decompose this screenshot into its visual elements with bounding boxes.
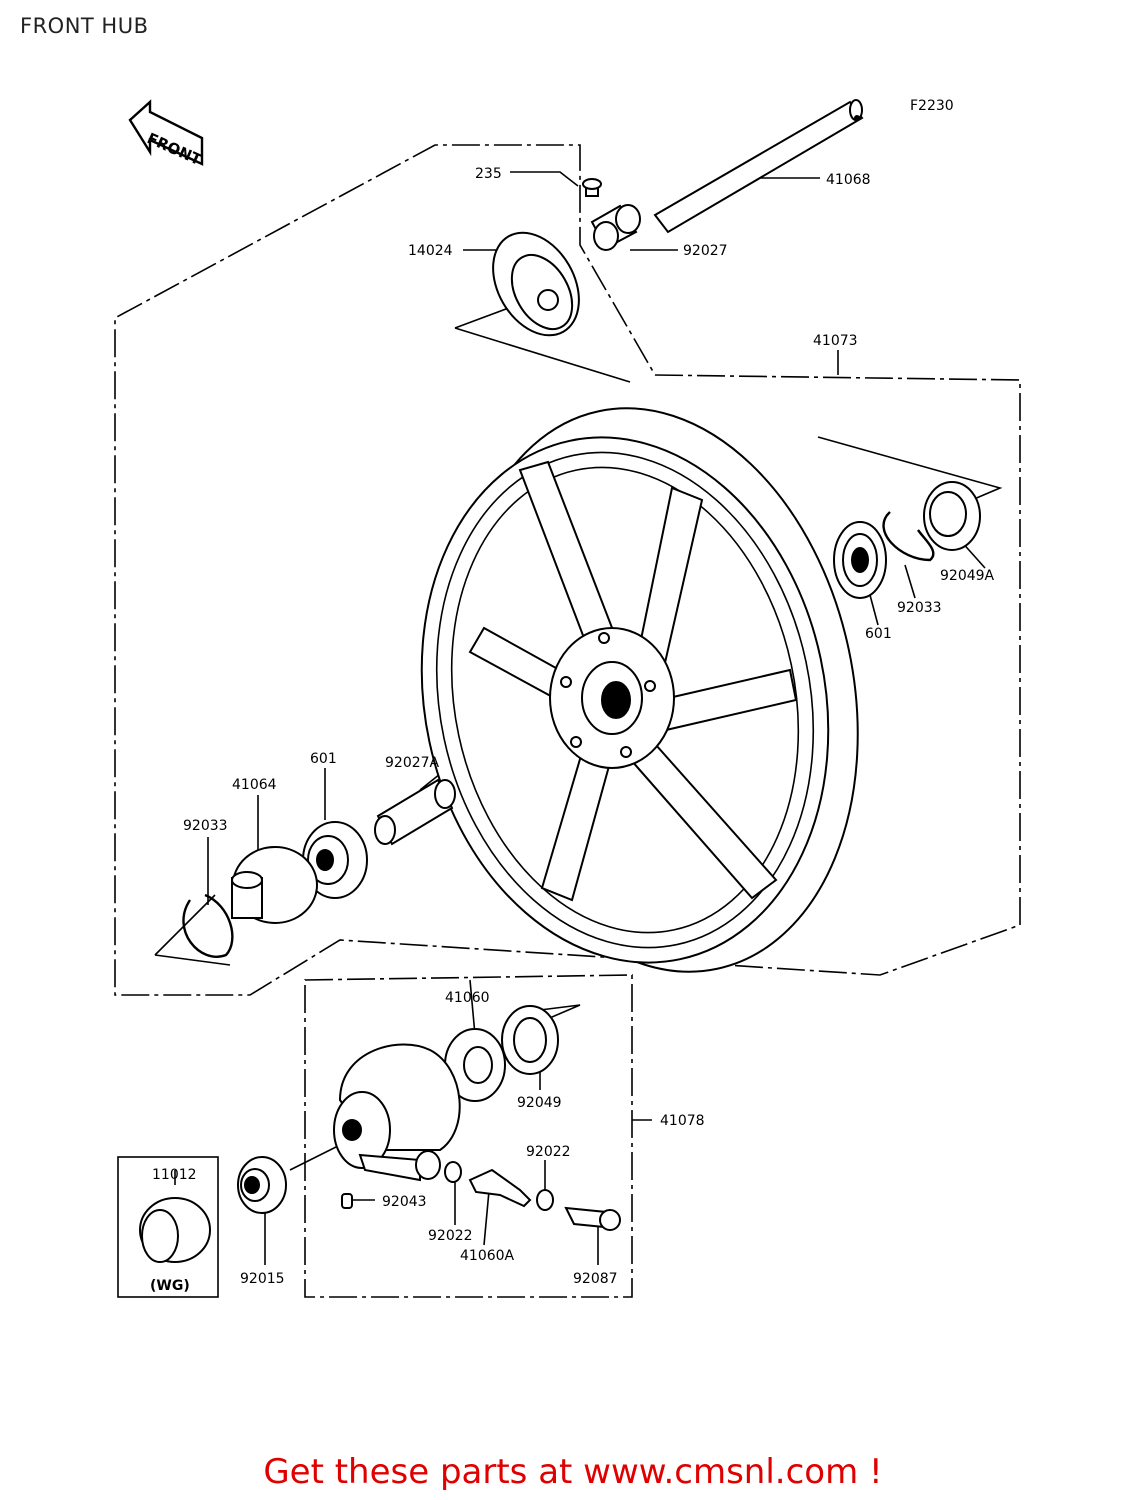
pin-92043: [341, 1193, 353, 1209]
hub-cover-14024: [492, 231, 580, 337]
figure-code: F2230: [910, 98, 954, 114]
front-wheel-41073: [420, 407, 859, 973]
label-41060: 41060: [445, 990, 490, 1006]
distance-collar-92027a: [374, 778, 456, 846]
label-601-left: 601: [310, 751, 337, 767]
label-601-right: 601: [865, 626, 892, 642]
label-92033-right: 92033: [897, 600, 942, 616]
circlip-92033-right: [882, 511, 935, 562]
pinion-gear-41060a: [468, 1168, 532, 1208]
label-92043: 92043: [382, 1194, 427, 1210]
bearing-601-left: [302, 821, 368, 899]
bushing-92087: [564, 1206, 621, 1231]
label-41068: 41068: [826, 172, 871, 188]
screw-235: [582, 178, 602, 197]
label-92087: 92087: [573, 1271, 618, 1287]
label-92049a: 92049A: [940, 568, 995, 584]
speedo-gear-frame: [304, 974, 633, 1298]
washer-92022-b: [444, 1161, 462, 1183]
page-title: FRONT HUB: [20, 14, 149, 38]
label-wg-note: (WG): [150, 1278, 190, 1294]
label-92033-left: 92033: [183, 818, 228, 834]
label-92027: 92027: [683, 243, 728, 259]
bearing-601-right: [833, 521, 887, 599]
front-direction-arrow: FRONT: [128, 99, 205, 169]
circlip-92033-left: [182, 893, 234, 958]
label-41078: 41078: [660, 1113, 705, 1129]
axle-41068: [653, 99, 864, 234]
label-92027a: 92027A: [385, 755, 440, 771]
axle-nut-92015: [237, 1156, 287, 1214]
washer-92022-a: [536, 1189, 554, 1211]
speedometer-housing-41078: [333, 1043, 461, 1182]
label-92015: 92015: [240, 1271, 285, 1287]
oil-seal-92049a: [923, 481, 981, 551]
label-41064: 41064: [232, 777, 277, 793]
cap-11012-box: [117, 1156, 219, 1298]
label-92022-a: 92022: [526, 1144, 571, 1160]
label-11012: 11012: [152, 1167, 197, 1183]
oil-seal-92049: [501, 1005, 559, 1075]
label-41073: 41073: [813, 333, 858, 349]
label-92022-b: 92022: [428, 1228, 473, 1244]
cap-11012: [139, 1197, 211, 1263]
label-235: 235: [475, 166, 502, 182]
gear-retainer-41064: [231, 846, 318, 924]
label-92049: 92049: [517, 1095, 562, 1111]
promo-link[interactable]: Get these parts at www.cmsnl.com !: [263, 1452, 883, 1492]
label-14024: 14024: [408, 243, 453, 259]
collar-92027: [590, 204, 641, 251]
label-41060a: 41060A: [460, 1248, 515, 1264]
wheel-assembly-frame: [114, 144, 1021, 996]
